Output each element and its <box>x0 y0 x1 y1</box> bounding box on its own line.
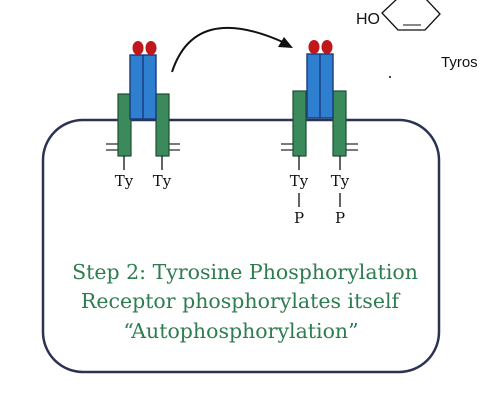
ligand-left-a <box>132 41 144 55</box>
hydroxyl-label: HO <box>356 11 380 28</box>
caption-line-3: “Autophosphorylation” <box>123 319 358 343</box>
ligand-right-b <box>321 40 333 54</box>
caption: Step 2: Tyrosine Phosphorylation Recepto… <box>72 260 418 343</box>
receptor-left-transmembrane-right <box>155 93 170 157</box>
receptor-right: Ty Ty P P <box>281 40 358 227</box>
ty-label-left-2: Ty <box>153 172 172 190</box>
tyrosine-name-partial: Tyros <box>441 54 478 71</box>
ty-label-left-1: Ty <box>115 172 134 190</box>
phosphate-label-left: P <box>294 209 304 227</box>
transition-arrow <box>171 26 293 73</box>
phosphate-label-right: P <box>335 209 345 227</box>
receptor-right-transmembrane-left <box>292 90 307 157</box>
receptor-right-ticks <box>281 143 358 151</box>
receptor-left-transmembrane-left <box>117 93 132 157</box>
ty-label-right-2: Ty <box>331 172 350 190</box>
caption-line-2: Receptor phosphorylates itself <box>81 289 401 313</box>
ligand-right-a <box>308 40 320 54</box>
receptor-right-transmembrane-right <box>332 90 347 157</box>
ligand-left-b <box>145 41 157 55</box>
dot-mark <box>388 75 392 79</box>
caption-line-1: Step 2: Tyrosine Phosphorylation <box>72 260 418 284</box>
ty-label-right-1: Ty <box>290 172 309 190</box>
tyrosine-structure: HO Tyros <box>356 0 478 79</box>
receptor-left: Ty Ty <box>106 41 180 190</box>
receptor-left-ticks <box>106 143 180 151</box>
cell-membrane <box>41 118 441 374</box>
